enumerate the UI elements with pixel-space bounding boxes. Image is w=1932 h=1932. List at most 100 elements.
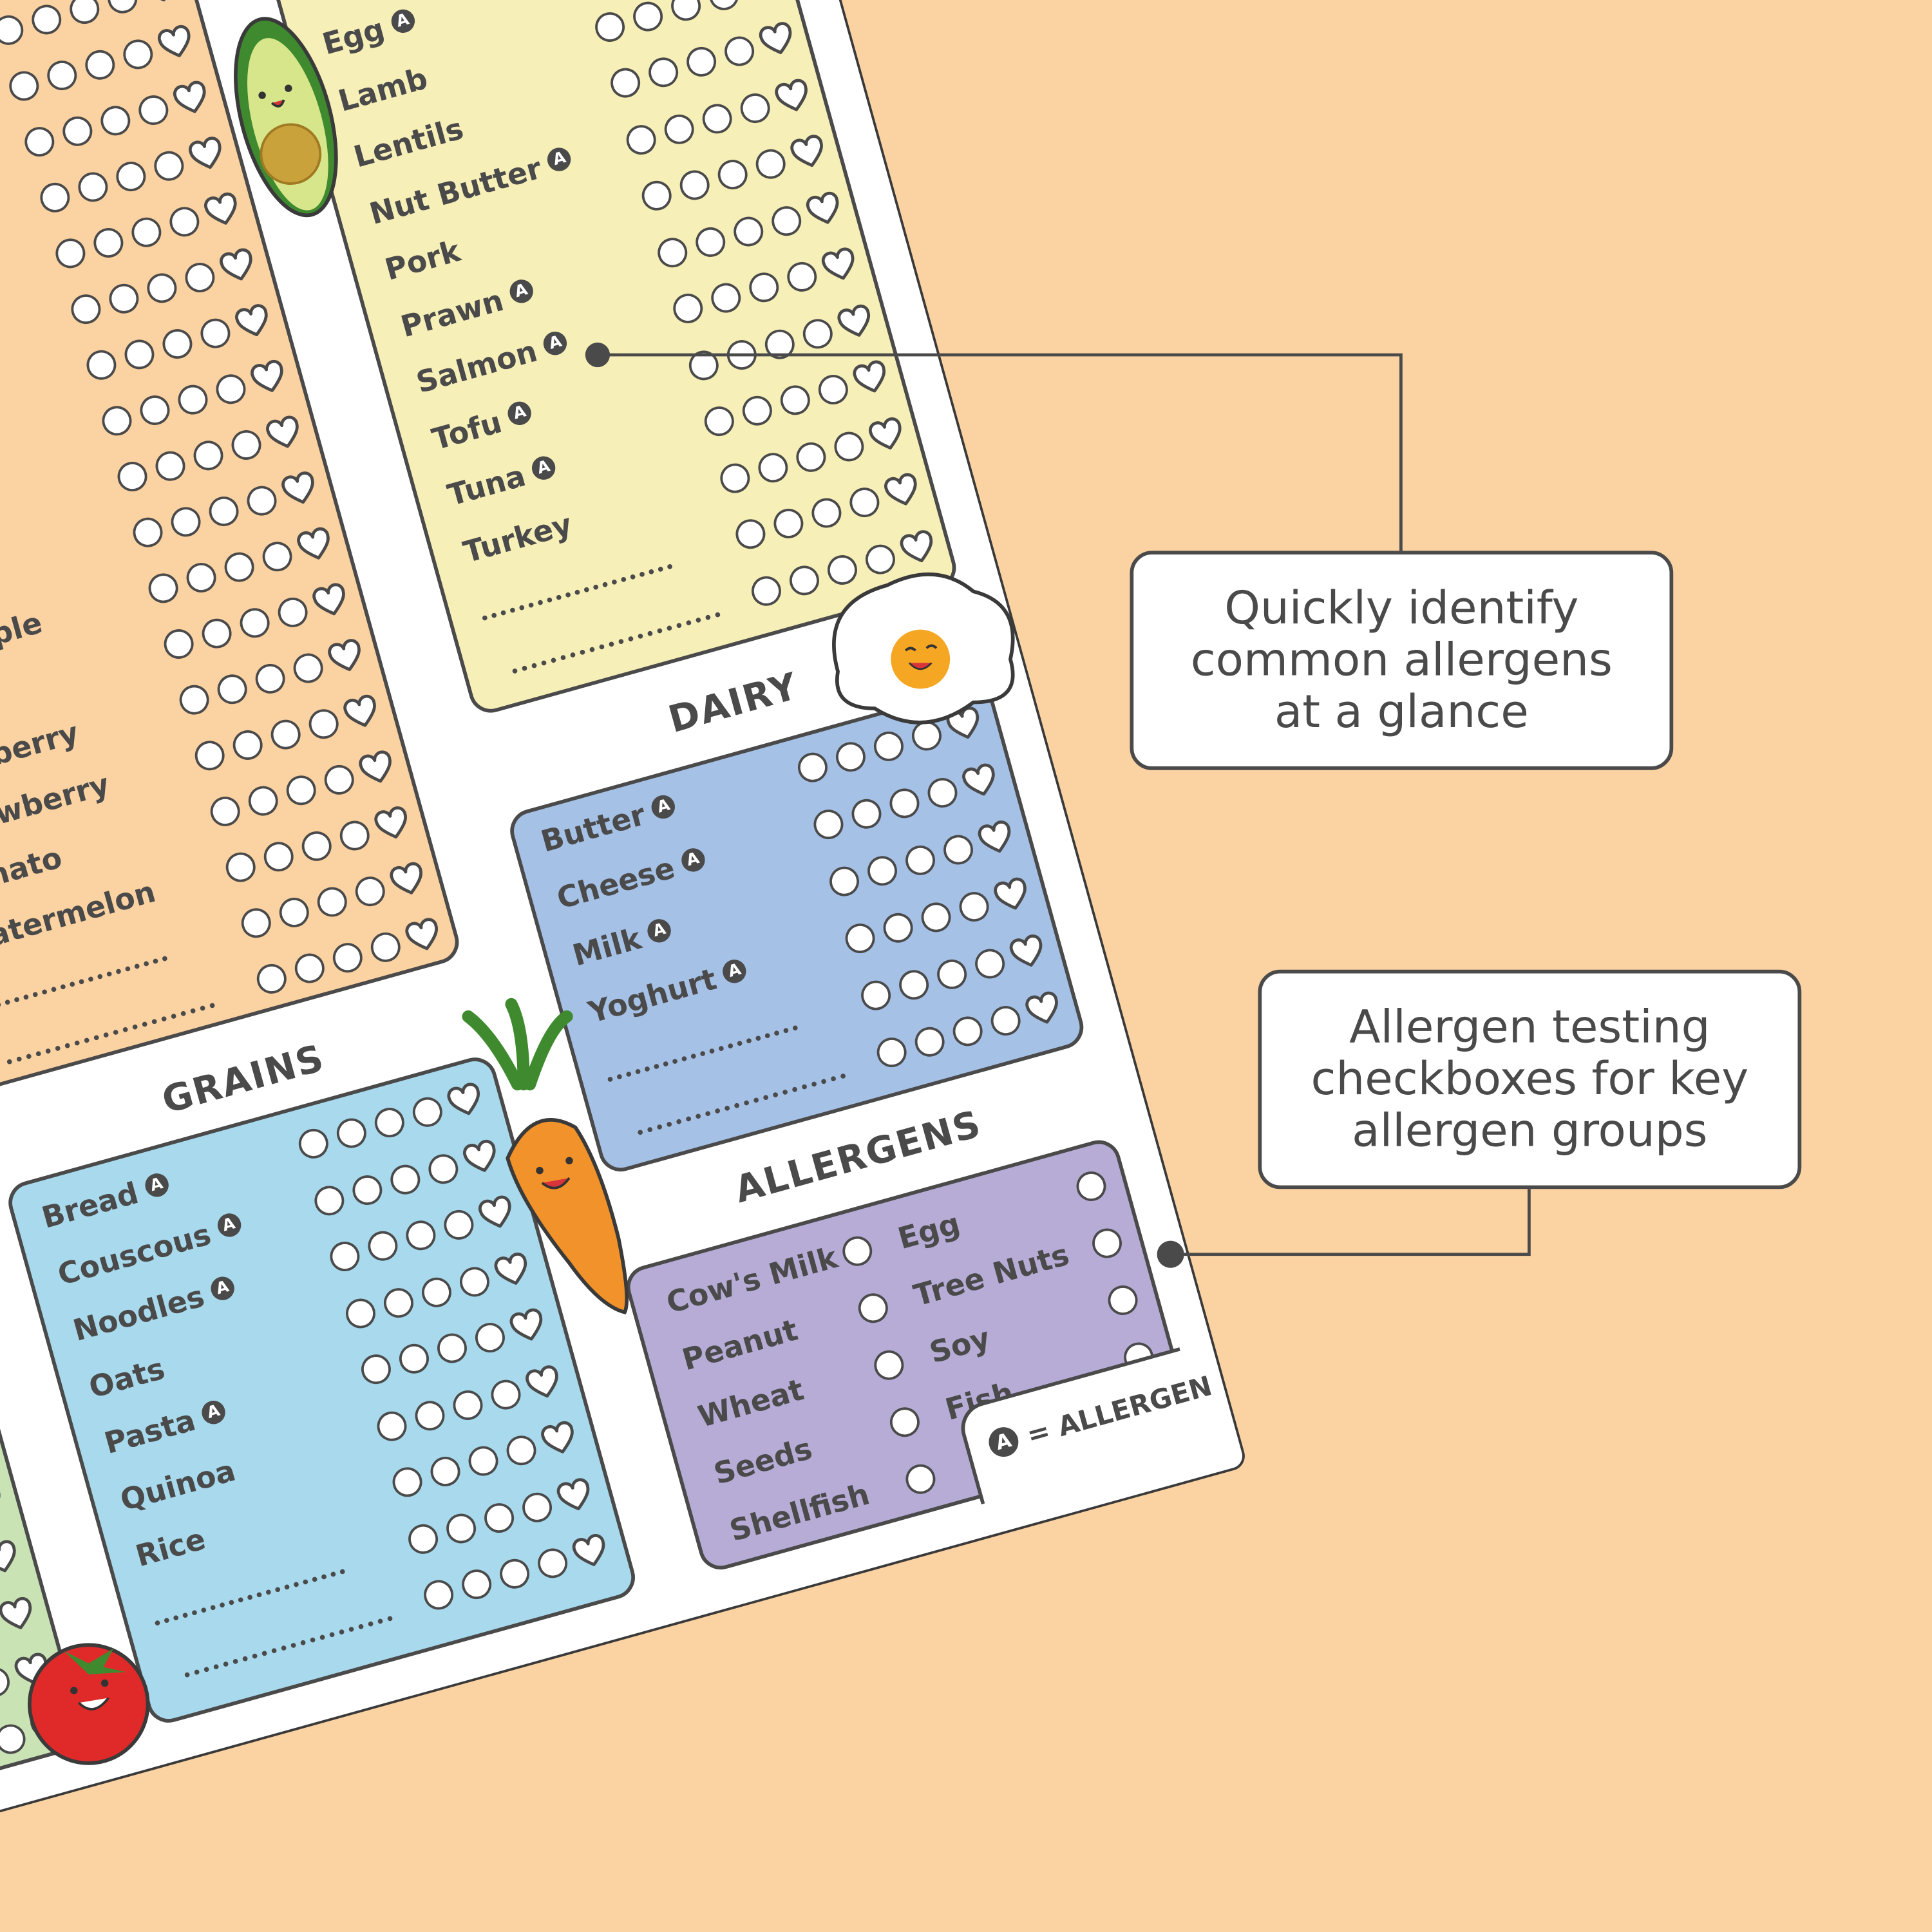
checkbox-circle[interactable] (940, 831, 977, 868)
checkbox-circle[interactable] (768, 202, 805, 239)
checkbox-circle[interactable] (458, 1566, 495, 1603)
heart-checkbox-icon[interactable] (772, 76, 814, 118)
heart-checkbox-icon[interactable] (507, 1306, 549, 1349)
write-in-line[interactable] (637, 1073, 847, 1135)
checkbox-circle[interactable] (104, 0, 141, 17)
checkbox-circle[interactable] (0, 1720, 29, 1757)
checkbox-circle[interactable] (305, 705, 342, 743)
checkbox-circle[interactable] (908, 717, 945, 754)
checkbox-circle[interactable] (848, 795, 885, 833)
heart-checkbox-icon[interactable] (756, 19, 799, 62)
checkbox-circle[interactable] (166, 204, 203, 240)
checkbox-circle[interactable] (496, 1555, 533, 1593)
checkbox-circle[interactable] (456, 1263, 493, 1300)
checkbox-circle[interactable] (182, 259, 218, 296)
checkbox-circle[interactable] (221, 549, 258, 585)
checkbox-circle[interactable] (471, 1319, 509, 1356)
checkbox-circle[interactable] (75, 169, 111, 205)
checkbox-circle[interactable] (228, 426, 265, 464)
checkbox-circle[interactable] (160, 625, 197, 663)
checkbox-circle[interactable] (357, 1350, 395, 1388)
allergen-checkbox[interactable] (886, 1403, 923, 1441)
checkbox-circle[interactable] (0, 1663, 14, 1701)
checkbox-circle[interactable] (427, 1453, 464, 1490)
checkbox-circle[interactable] (591, 8, 629, 45)
checkbox-circle[interactable] (667, 0, 705, 24)
checkbox-circle[interactable] (283, 772, 319, 809)
checkbox-circle[interactable] (411, 1397, 448, 1434)
checkbox-circle[interactable] (310, 1182, 348, 1218)
heart-checkbox-icon[interactable] (402, 916, 445, 958)
checkbox-circle[interactable] (933, 956, 971, 993)
heart-checkbox-icon[interactable] (201, 190, 243, 232)
heart-checkbox-icon[interactable] (819, 245, 861, 288)
heart-checkbox-icon[interactable] (170, 79, 213, 121)
heart-checkbox-icon[interactable] (356, 748, 399, 791)
checkbox-circle[interactable] (465, 1443, 502, 1479)
checkbox-circle[interactable] (880, 909, 916, 947)
checkbox-circle[interactable] (291, 950, 328, 987)
checkbox-circle[interactable] (342, 1294, 379, 1331)
heart-checkbox-icon[interactable] (491, 1249, 534, 1292)
checkbox-circle[interactable] (114, 458, 151, 495)
heart-checkbox-icon[interactable] (444, 1080, 487, 1122)
checkbox-circle[interactable] (886, 785, 923, 822)
checkbox-circle[interactable] (716, 459, 753, 496)
checkbox-circle[interactable] (752, 146, 789, 182)
checkbox-circle[interactable] (367, 929, 404, 966)
checkbox-circle[interactable] (260, 838, 297, 875)
checkbox-circle[interactable] (440, 1206, 477, 1244)
checkbox-circle[interactable] (389, 1464, 426, 1501)
checkbox-circle[interactable] (732, 515, 769, 553)
checkbox-circle[interactable] (895, 966, 933, 1003)
checkbox-circle[interactable] (739, 392, 776, 429)
heart-checkbox-icon[interactable] (960, 761, 1002, 804)
heart-checkbox-icon[interactable] (0, 1594, 39, 1636)
checkbox-circle[interactable] (159, 325, 196, 363)
heart-checkbox-icon[interactable] (835, 301, 877, 344)
heart-checkbox-icon[interactable] (975, 818, 1018, 860)
checkbox-circle[interactable] (808, 495, 845, 531)
checkbox-circle[interactable] (336, 817, 373, 854)
heart-checkbox-icon[interactable] (803, 189, 846, 231)
checkbox-circle[interactable] (449, 1386, 486, 1423)
checkbox-circle[interactable] (699, 100, 735, 137)
write-in-line[interactable] (184, 1615, 393, 1678)
checkbox-circle[interactable] (137, 392, 173, 429)
heart-checkbox-icon[interactable] (279, 469, 321, 511)
checkbox-circle[interactable] (701, 402, 738, 440)
checkbox-circle[interactable] (784, 258, 820, 296)
checkbox-circle[interactable] (409, 1094, 446, 1131)
checkbox-circle[interactable] (480, 1499, 518, 1536)
checkbox-circle[interactable] (151, 147, 187, 184)
checkbox-circle[interactable] (971, 945, 1009, 982)
checkbox-circle[interactable] (253, 960, 290, 998)
checkbox-circle[interactable] (252, 660, 289, 697)
checkbox-circle[interactable] (607, 64, 644, 101)
write-in-line[interactable] (511, 611, 721, 674)
checkbox-circle[interactable] (754, 449, 791, 486)
checkbox-circle[interactable] (418, 1273, 455, 1311)
heart-checkbox-icon[interactable] (460, 1137, 502, 1179)
checkbox-circle[interactable] (321, 761, 357, 799)
checkbox-circle[interactable] (386, 1160, 424, 1197)
write-in-line[interactable] (6, 1002, 216, 1065)
checkbox-circle[interactable] (295, 1125, 332, 1162)
checkbox-circle[interactable] (213, 371, 249, 408)
checkbox-circle[interactable] (518, 1488, 556, 1526)
checkbox-circle[interactable] (810, 806, 847, 843)
heart-checkbox-icon[interactable] (139, 0, 182, 9)
heart-checkbox-icon[interactable] (850, 358, 893, 401)
checkbox-circle[interactable] (708, 279, 744, 316)
checkbox-circle[interactable] (68, 290, 104, 328)
heart-checkbox-icon[interactable] (216, 246, 259, 289)
checkbox-circle[interactable] (420, 1577, 457, 1613)
checkbox-circle[interactable] (167, 504, 204, 540)
checkbox-circle[interactable] (683, 43, 720, 80)
checkbox-circle[interactable] (82, 46, 118, 84)
checkbox-circle[interactable] (721, 33, 758, 70)
checkbox-circle[interactable] (52, 235, 89, 272)
checkbox-circle[interactable] (723, 336, 760, 373)
allergen-checkbox[interactable] (839, 1233, 876, 1270)
heart-checkbox-icon[interactable] (991, 875, 1034, 918)
